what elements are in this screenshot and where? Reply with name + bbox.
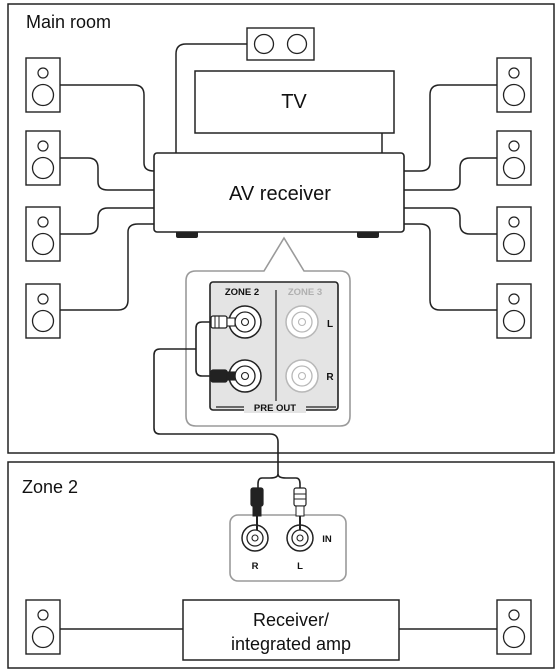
main-room-title: Main room xyxy=(26,12,111,32)
pre-out-label: PRE OUT xyxy=(254,403,296,414)
zone2-input-left-jack[interactable] xyxy=(286,524,314,552)
speaker-front-right-icon xyxy=(496,57,532,113)
speaker-surround-right-icon xyxy=(496,206,532,262)
zone2-plug-black-icon xyxy=(250,487,264,530)
pre-out-left-label: L xyxy=(327,319,333,330)
tv-box xyxy=(194,70,395,134)
speaker-front-left-icon xyxy=(25,57,61,113)
rca-plug-white-icon xyxy=(210,315,236,329)
zone2-speaker-right-icon xyxy=(496,599,532,655)
zone2-title: Zone 2 xyxy=(22,477,78,497)
speaker-side-right-icon xyxy=(496,130,532,186)
zone2-frame xyxy=(7,461,555,669)
av-receiver xyxy=(153,152,405,238)
zone2-left-jack[interactable] xyxy=(228,305,262,339)
speaker-back-left-icon xyxy=(25,283,61,339)
tv-label: TV xyxy=(281,91,307,113)
zone2-receiver-box xyxy=(182,599,400,661)
zone2-receiver-label-line2: integrated amp xyxy=(231,634,351,654)
pre-out-panel xyxy=(209,281,339,411)
zone2-plug-white-icon xyxy=(293,487,307,530)
zone2-output-label: ZONE 2 xyxy=(225,287,259,298)
right-speaker-wires xyxy=(404,84,497,311)
zone3-output-label: ZONE 3 xyxy=(288,287,322,298)
center-speaker-icon xyxy=(246,27,315,61)
zone3-right-jack xyxy=(285,359,319,393)
speaker-surround-left-icon xyxy=(25,206,61,262)
rca-plug-black-icon xyxy=(210,369,236,383)
zone2-input-right-label: R xyxy=(252,561,259,572)
zone2-speaker-left-icon xyxy=(25,599,61,655)
pre-out-right-label: R xyxy=(326,372,334,383)
main-room-frame xyxy=(7,3,555,454)
pre-out-label-box xyxy=(216,401,336,413)
av-receiver-label: AV receiver xyxy=(229,183,331,205)
zone2-in-label: IN xyxy=(322,534,332,545)
speaker-back-right-icon xyxy=(496,283,532,339)
zone2-input-left-label: L xyxy=(297,561,303,572)
speaker-side-left-icon xyxy=(25,130,61,186)
zone2-receiver-label-line1: Receiver/ xyxy=(253,610,329,630)
zone3-left-jack xyxy=(285,305,319,339)
zone2-input-right-jack[interactable] xyxy=(241,524,269,552)
rca-cable xyxy=(153,321,301,488)
zone2-right-jack[interactable] xyxy=(228,359,262,393)
left-speaker-wires xyxy=(60,84,155,311)
